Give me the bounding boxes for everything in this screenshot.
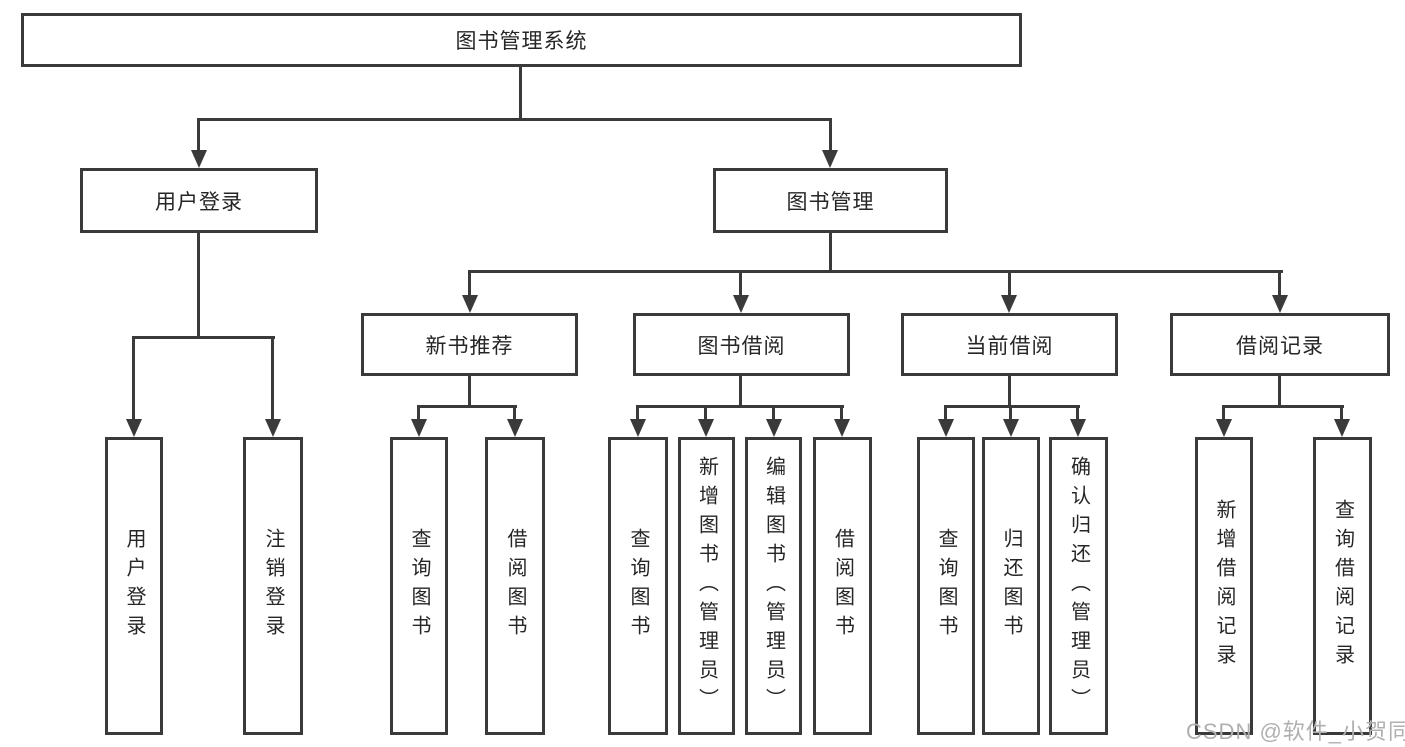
leaf-borrowing-borrow-book: 借阅图书 bbox=[813, 437, 872, 735]
connector-line bbox=[513, 405, 516, 421]
connector-line bbox=[739, 376, 742, 408]
arrowhead-icon bbox=[126, 419, 142, 437]
node-book-borrowing: 图书借阅 bbox=[633, 313, 850, 376]
leaf-edit-book-admin: 编辑图书（管理员） bbox=[745, 437, 802, 735]
leaf-add-book-admin: 新增图书（管理员） bbox=[678, 437, 735, 735]
arrowhead-icon bbox=[630, 419, 646, 437]
connector-line bbox=[132, 336, 135, 421]
connector-line bbox=[944, 405, 947, 421]
leaf-borrowing-query-book-label: 查询图书 bbox=[627, 528, 649, 644]
node-new-book-recommend: 新书推荐 bbox=[361, 313, 578, 376]
arrowhead-icon bbox=[822, 150, 838, 168]
connector-line bbox=[1222, 405, 1225, 421]
node-borrowing-records: 借阅记录 bbox=[1170, 313, 1390, 376]
node-new-book-recommend-label: 新书推荐 bbox=[425, 334, 514, 358]
arrowhead-icon bbox=[766, 419, 782, 437]
node-user-login: 用户登录 bbox=[80, 168, 318, 233]
node-current-borrowing: 当前借阅 bbox=[901, 313, 1118, 376]
leaf-add-book-admin-label: 新增图书（管理员） bbox=[695, 455, 718, 717]
node-book-borrowing-label: 图书借阅 bbox=[697, 334, 786, 358]
leaf-confirm-return-admin-label: 确认归还（管理员） bbox=[1067, 455, 1090, 717]
connector-line bbox=[1222, 405, 1344, 408]
arrowhead-icon bbox=[411, 419, 427, 437]
leaf-return-book: 归还图书 bbox=[982, 437, 1040, 735]
connector-line bbox=[197, 118, 832, 121]
leaf-borrowing-query-book: 查询图书 bbox=[608, 437, 668, 735]
leaf-user-login-label: 用户登录 bbox=[123, 528, 145, 644]
connector-line bbox=[739, 270, 742, 297]
leaf-return-book-label: 归还图书 bbox=[1000, 528, 1022, 644]
leaf-user-login: 用户登录 bbox=[105, 437, 163, 735]
node-current-borrowing-label: 当前借阅 bbox=[965, 334, 1054, 358]
connector-line bbox=[636, 405, 844, 408]
node-root: 图书管理系统 bbox=[21, 13, 1022, 67]
leaf-current-query-book: 查询图书 bbox=[917, 437, 975, 735]
connector-line bbox=[197, 233, 200, 339]
arrowhead-icon bbox=[938, 419, 954, 437]
connector-line bbox=[636, 405, 639, 421]
leaf-edit-book-admin-label: 编辑图书（管理员） bbox=[762, 455, 785, 717]
connector-line bbox=[1008, 270, 1011, 297]
connector-line bbox=[417, 405, 420, 421]
arrowhead-icon bbox=[1334, 419, 1350, 437]
arrowhead-icon bbox=[265, 419, 281, 437]
csdn-watermark: CSDN @软件_小贺同学 bbox=[1186, 719, 1405, 744]
arrowhead-icon bbox=[733, 295, 749, 313]
connector-line bbox=[840, 405, 843, 421]
connector-line bbox=[1076, 405, 1079, 421]
leaf-recommend-query-book: 查询图书 bbox=[390, 437, 448, 735]
arrowhead-icon bbox=[1003, 419, 1019, 437]
arrowhead-icon bbox=[1001, 295, 1017, 313]
connector-line bbox=[468, 270, 471, 297]
node-user-login-label: 用户登录 bbox=[155, 190, 243, 214]
node-book-management-label: 图书管理 bbox=[786, 190, 875, 214]
connector-line bbox=[944, 405, 1080, 408]
leaf-add-borrow-record: 新增借阅记录 bbox=[1195, 437, 1253, 735]
connector-line bbox=[1009, 405, 1012, 421]
connector-line bbox=[468, 270, 1283, 273]
node-borrowing-records-label: 借阅记录 bbox=[1236, 334, 1324, 358]
connector-line bbox=[468, 376, 471, 408]
leaf-recommend-query-book-label: 查询图书 bbox=[408, 528, 430, 644]
leaf-logout: 注销登录 bbox=[243, 437, 303, 735]
leaf-borrowing-borrow-book-label: 借阅图书 bbox=[831, 528, 854, 644]
connector-line bbox=[197, 118, 200, 152]
arrowhead-icon bbox=[507, 419, 523, 437]
connector-line bbox=[772, 405, 775, 421]
connector-line bbox=[829, 118, 832, 152]
leaf-current-query-book-label: 查询图书 bbox=[935, 528, 957, 644]
connector-line bbox=[132, 336, 275, 339]
node-book-management: 图书管理 bbox=[713, 168, 948, 233]
connector-line bbox=[1008, 376, 1011, 408]
connector-line bbox=[271, 336, 274, 421]
arrowhead-icon bbox=[1216, 419, 1232, 437]
node-root-label: 图书管理系统 bbox=[455, 30, 588, 53]
leaf-logout-label: 注销登录 bbox=[262, 528, 284, 644]
arrowhead-icon bbox=[698, 419, 714, 437]
connector-line bbox=[1340, 405, 1343, 421]
leaf-recommend-borrow-book-label: 借阅图书 bbox=[504, 528, 526, 644]
arrowhead-icon bbox=[834, 419, 850, 437]
leaf-query-borrow-record-label: 查询借阅记录 bbox=[1331, 499, 1354, 673]
connector-line bbox=[1278, 270, 1281, 297]
connector-line bbox=[1278, 376, 1281, 408]
leaf-confirm-return-admin: 确认归还（管理员） bbox=[1049, 437, 1108, 735]
connector-line bbox=[519, 67, 522, 121]
leaf-add-borrow-record-label: 新增借阅记录 bbox=[1213, 499, 1235, 673]
leaf-query-borrow-record: 查询借阅记录 bbox=[1313, 437, 1372, 735]
connector-line bbox=[417, 405, 517, 408]
arrowhead-icon bbox=[1070, 419, 1086, 437]
connector-line bbox=[704, 405, 707, 421]
leaf-recommend-borrow-book: 借阅图书 bbox=[485, 437, 545, 735]
arrowhead-icon bbox=[462, 295, 478, 313]
arrowhead-icon bbox=[191, 150, 207, 168]
arrowhead-icon bbox=[1272, 295, 1288, 313]
connector-line bbox=[829, 233, 832, 273]
